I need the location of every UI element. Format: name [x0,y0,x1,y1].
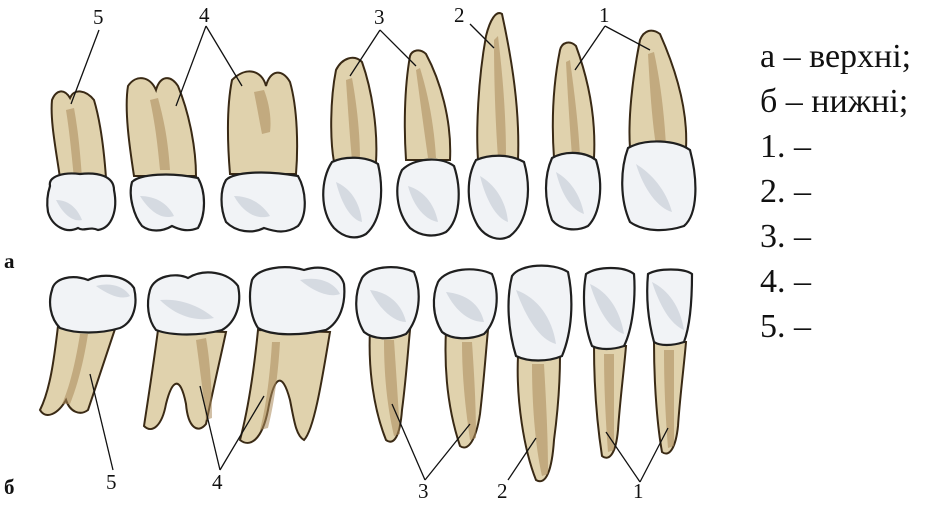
upper-tooth-premolar-2 [397,50,458,235]
lower-tooth-lateral-incisor [584,268,635,458]
upper-label-2: 2 [454,3,465,27]
legend-item-4: 4. – [760,259,911,304]
lower-tooth-premolar-1 [356,267,418,441]
upper-tooth-molar-1 [47,91,115,230]
lower-tooth-premolar-2 [434,269,497,447]
lower-label-1: 1 [633,479,644,503]
legend: а – верхні; б – нижні; 1. – 2. – 3. – 4.… [760,34,911,349]
legend-item-lower: б – нижні; [760,79,911,124]
lower-label-5: 5 [106,470,117,494]
lower-label-3: 3 [418,479,429,503]
lower-label-2: 2 [497,479,508,503]
legend-item-1: 1. – [760,124,911,169]
lower-tooth-central-incisor [647,270,692,454]
upper-label-4: 4 [199,3,210,27]
lower-tooth-molar-3 [240,267,344,443]
lower-label-4: 4 [212,470,223,494]
legend-item-5: 5. – [760,304,911,349]
upper-tooth-molar-2 [127,78,204,230]
row-label-lower: б [4,475,15,499]
lower-tooth-canine [509,266,572,482]
legend-item-upper: а – верхні; [760,34,911,79]
legend-item-2: 2. – [760,169,911,214]
upper-tooth-canine [469,13,528,239]
upper-tooth-central-incisor [622,31,695,230]
upper-tooth-premolar-1 [323,58,381,238]
upper-label-3: 3 [374,5,385,29]
row-label-upper: а [4,249,15,273]
lower-tooth-molar-1 [40,276,135,415]
upper-tooth-molar-3 [222,71,305,231]
legend-item-3: 3. – [760,214,911,259]
upper-tooth-lateral-incisor [546,43,600,230]
lower-tooth-molar-2 [144,272,239,429]
upper-label-5: 5 [93,5,104,29]
upper-label-1: 1 [599,3,610,27]
